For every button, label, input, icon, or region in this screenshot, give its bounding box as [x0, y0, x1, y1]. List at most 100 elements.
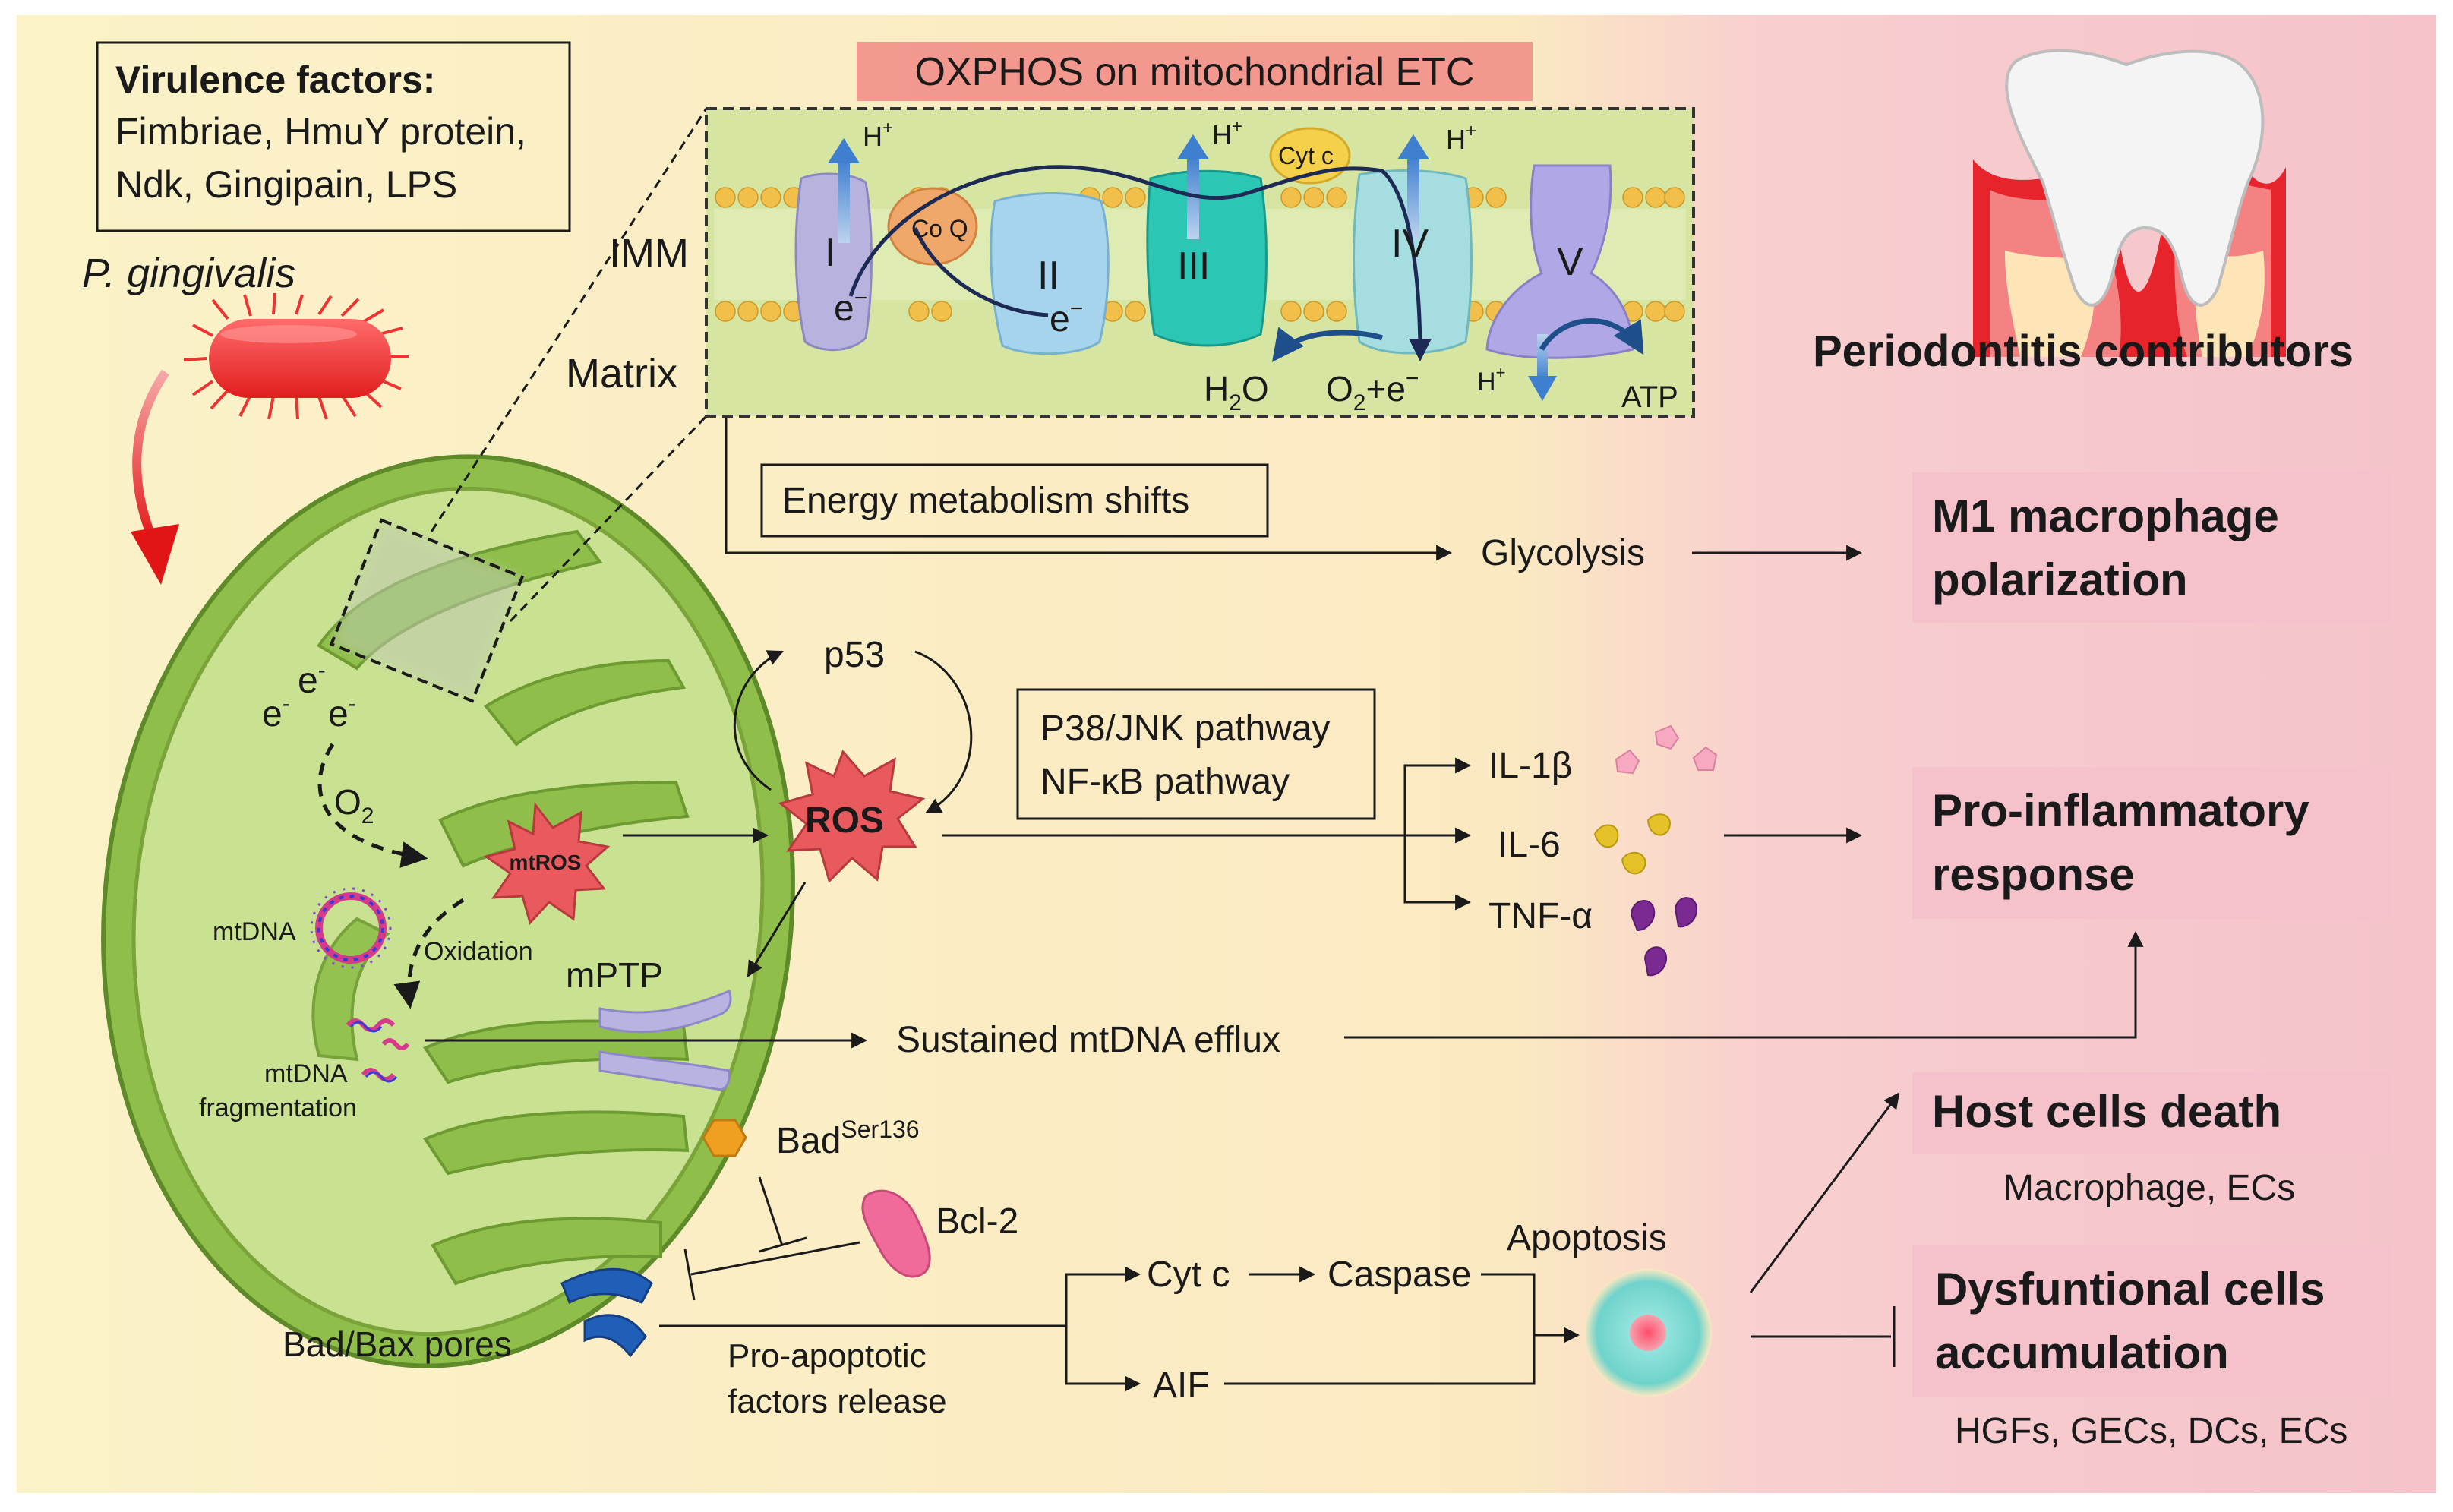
- oxphos-to-glycolysis-arrow: [725, 418, 1453, 561]
- p53-label: p53: [824, 635, 885, 675]
- atp-arrow: [1539, 318, 1644, 355]
- coq-icon: [887, 187, 978, 266]
- ros-to-il1b-arrow: [1403, 757, 1472, 835]
- virulence-title: Virulence factors:: [115, 58, 435, 101]
- matrix-label: Matrix: [566, 351, 677, 396]
- mtdna-efflux-label: Sustained mtDNA efflux: [896, 1020, 1280, 1060]
- p38-jnk-label: P38/JNK pathway: [1040, 709, 1331, 749]
- tooth-icon: [1973, 49, 2286, 357]
- complex-3: [1146, 169, 1268, 347]
- caspase-label: Caspase: [1328, 1255, 1471, 1295]
- release-to-aif-arrow: [1065, 1326, 1141, 1392]
- dysfunction-label-2: accumulation: [1935, 1327, 2229, 1378]
- dysfunction-sub-label: HGFs, GECs, DCs, ECs: [1955, 1411, 2347, 1451]
- bacterium-icon: [183, 292, 409, 420]
- energy-metabolism-label: Energy metabolism shifts: [782, 481, 1189, 521]
- mtdna-fragment-label-2: fragmentation: [199, 1094, 357, 1122]
- electron-flow-line: [848, 165, 1432, 361]
- electron-complex-1: e−: [834, 286, 867, 329]
- dysfunction-label-1: Dysfuntional cells: [1935, 1264, 2325, 1315]
- oxidation-label: Oxidation: [424, 937, 533, 966]
- il6-label: IL-6: [1498, 825, 1561, 865]
- death-box: [1912, 1072, 2391, 1154]
- electron-complex-2: e−: [1050, 296, 1083, 339]
- death-label: Host cells death: [1932, 1086, 2281, 1137]
- glycolysis-label: Glycolysis: [1481, 533, 1645, 573]
- electron-label-2: e-: [262, 691, 290, 734]
- contributors-header: Periodontitis contributors: [1813, 327, 2354, 376]
- bad-ser136-icon: [702, 1119, 747, 1157]
- ros-to-mptp-arrow: [747, 882, 807, 977]
- nfkb-label: NF-κB pathway: [1040, 762, 1290, 802]
- mitochondrion: [101, 454, 795, 1368]
- aif-label: AIF: [1153, 1365, 1210, 1406]
- virulence-line-2: Ndk, Gingipain, LPS: [115, 163, 457, 206]
- oxphos-panel: [705, 107, 1695, 418]
- dysfunction-box: [1912, 1245, 2391, 1397]
- bcl2-icon: [861, 1189, 931, 1278]
- il6-cytokine-icons: [1593, 813, 1671, 875]
- h-plus-4: H+: [1477, 363, 1505, 396]
- mtdna-fragment-label-1: mtDNA: [264, 1059, 348, 1088]
- mptp-channel: [598, 990, 732, 1091]
- mtdna-fragments-icon: [346, 1018, 410, 1083]
- bcl2-inhibits-pores: [683, 1241, 860, 1301]
- caspase-to-apoptosis-line: [1481, 1273, 1536, 1335]
- oxphos-title: OXPHOS on mitochondrial ETC: [915, 50, 1475, 94]
- tnfa-label: TNF-α: [1489, 896, 1593, 936]
- pro-apoptotic-label-1: Pro-apoptotic: [728, 1337, 927, 1375]
- h-plus-1: H+: [863, 118, 893, 152]
- h-plus-3: H+: [1446, 121, 1476, 155]
- inflammation-label-1: Pro-inflammatory: [1932, 785, 2309, 836]
- bad-ser136-label: BadSer136: [776, 1116, 920, 1161]
- il1b-cytokine-icons: [1615, 724, 1718, 775]
- coq-label: Co Q: [911, 215, 968, 242]
- virulence-factors-box: Virulence factors: Fimbriae, HmuY protei…: [96, 41, 571, 232]
- h-plus-2: H+: [1212, 116, 1242, 150]
- bacterium-label: P. gingivalis: [82, 251, 295, 296]
- apoptotic-cell-icon: [1584, 1269, 1712, 1397]
- release-to-cytc-arrow: [1065, 1266, 1141, 1326]
- il1b-label: IL-1β: [1489, 746, 1572, 786]
- o2-label: O2: [334, 782, 374, 829]
- p53-to-ros-arrow: [914, 650, 973, 814]
- inflammation-box: [1912, 767, 2391, 919]
- oxphos-title-band: [857, 42, 1533, 101]
- proton-arrows: [828, 134, 1557, 401]
- efflux-to-inflammation-arrow: [1344, 930, 2144, 1039]
- cell-to-death-arrow: [1749, 1092, 1900, 1293]
- complex-4-label: IV: [1391, 222, 1429, 266]
- virulence-line-1: Fimbriae, HmuY protein,: [115, 110, 526, 153]
- energy-metabolism-box: [760, 463, 1269, 538]
- electron-label-3: e-: [328, 691, 356, 734]
- bcl2-label: Bcl-2: [936, 1201, 1018, 1242]
- oxidation-arrow: [393, 898, 465, 1009]
- m1-label-2: polarization: [1932, 554, 2188, 605]
- atp-label: ATP: [1621, 380, 1678, 414]
- water-arrow: [1271, 327, 1384, 362]
- infection-arrow: [131, 369, 179, 585]
- electron-flow-ii: [913, 227, 1049, 317]
- cyt-c-label: Cyt c: [1147, 1255, 1230, 1295]
- ros-to-p53-arrow: [734, 650, 784, 791]
- complex-1-label: I: [825, 231, 835, 275]
- water-label: H2O: [1204, 369, 1269, 415]
- complex-4: [1353, 169, 1473, 355]
- bad-bax-pores-icon: [560, 1267, 653, 1358]
- bad-inhibits-bcl2: [758, 1176, 807, 1253]
- mtros-label: mtROS: [510, 851, 582, 874]
- complex-1: [794, 172, 873, 352]
- mptp-label: mPTP: [566, 955, 663, 995]
- apoptosis-label: Apoptosis: [1507, 1218, 1667, 1258]
- imm-label: IMM: [609, 231, 689, 276]
- ros-to-tnfa-arrow: [1403, 835, 1472, 911]
- mtdna-label: mtDNA: [213, 917, 296, 946]
- cyt-c-oxphos-label: Cyt c: [1278, 142, 1334, 169]
- complex-2-label: II: [1037, 254, 1059, 298]
- zoom-selection: [329, 108, 708, 703]
- death-sub-label: Macrophage, ECs: [2003, 1168, 2295, 1208]
- m1-box: [1912, 472, 2391, 623]
- ros-star: ROS: [778, 750, 926, 883]
- ros-label: ROS: [805, 800, 884, 841]
- signaling-pathway-box: [1016, 688, 1376, 820]
